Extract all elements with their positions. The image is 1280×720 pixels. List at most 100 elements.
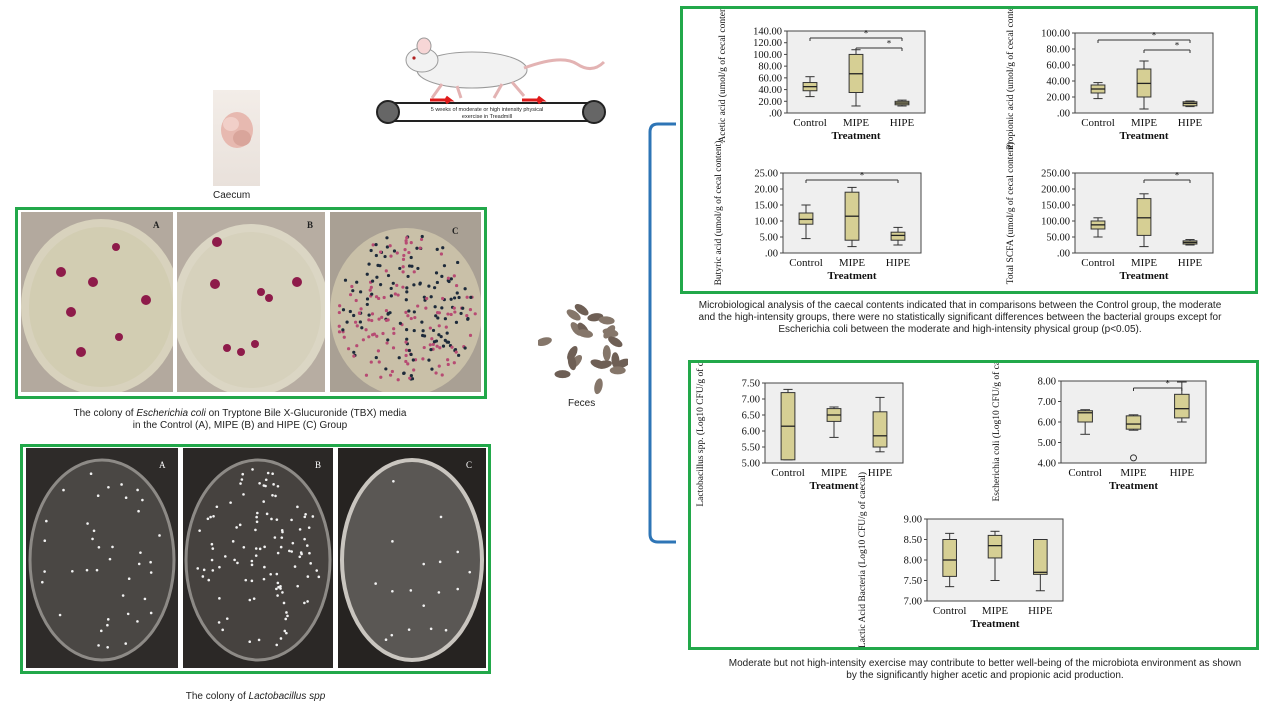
lacto-plate-b: B (183, 448, 333, 668)
x-axis-label: Treatment (1109, 480, 1158, 492)
y-tick-label: .00 (769, 109, 782, 120)
plate-label: A (159, 460, 166, 470)
x-category-label: MIPE (821, 467, 848, 479)
x-axis-label: Treatment (970, 618, 1019, 630)
plate-label: A (153, 220, 160, 230)
box-mipe (1136, 198, 1152, 236)
y-tick-label: 100.00 (1041, 29, 1070, 40)
x-category-label: Control (1081, 117, 1115, 129)
x-category-label: HIPE (886, 257, 911, 269)
feces-image (536, 300, 631, 395)
x-category-label: Control (793, 117, 827, 129)
box-hipe (872, 411, 888, 448)
scfa-caption: Microbiological analysis of the caecal c… (698, 300, 1222, 335)
significance-star: * (887, 39, 892, 49)
y-tick-label: 6.50 (742, 411, 760, 422)
ecoli-plate-a: A (21, 212, 173, 392)
y-tick-label: 15.00 (754, 201, 778, 212)
x-category-label: HIPE (1178, 257, 1203, 269)
y-tick-label: .00 (765, 249, 778, 260)
x-category-label: Control (789, 257, 823, 269)
significance-star: * (1175, 171, 1180, 181)
y-tick-label: 8.00 (904, 556, 922, 567)
box-control (942, 539, 957, 577)
x-category-label: Control (771, 467, 805, 479)
y-tick-label: 5.00 (1038, 438, 1056, 449)
outlier-point (1130, 454, 1137, 462)
y-tick-label: 8.50 (904, 535, 922, 546)
y-tick-label: 20.00 (758, 97, 782, 108)
x-category-label: MIPE (839, 257, 866, 269)
y-axis-label: Lactic Acid Bacteria (Log10 CFU/g of cae… (857, 472, 868, 647)
y-tick-label: 150.00 (1041, 201, 1070, 212)
lacto-plates-caption: The colony of Lactobacillus spp (185, 691, 326, 702)
lacto-plate-a: A (26, 448, 178, 668)
scfa-charts-frame (680, 6, 1258, 294)
y-tick-label: 10.00 (754, 217, 778, 228)
box-hipe (1033, 539, 1048, 575)
y-axis-label: Total SCFA (umol/g of cecal content) (1005, 142, 1016, 284)
y-tick-label: 80.00 (1046, 45, 1070, 56)
ecoli-plate-b: B (177, 212, 325, 392)
y-tick-label: 80.00 (758, 62, 782, 73)
bottom-caption: Moderate but not high-intensity exercise… (728, 658, 1242, 681)
plate-label: C (466, 460, 473, 470)
caecum-image (213, 90, 260, 186)
x-category-label: MIPE (1131, 117, 1158, 129)
plate-label: B (315, 460, 322, 470)
scfa-box-plots: .0020.0040.0060.0080.00100.00120.00140.0… (713, 9, 1214, 286)
significance-star: * (864, 29, 869, 39)
caecum-label: Caecum (213, 190, 251, 201)
plate-label: B (307, 220, 314, 230)
lacto-plate-c: C (338, 448, 486, 668)
y-tick-label: 7.00 (742, 395, 760, 406)
y-tick-label: 6.00 (1038, 418, 1056, 429)
y-tick-label: 7.00 (1038, 397, 1056, 408)
y-tick-label: 6.00 (742, 427, 760, 438)
y-tick-label: 8.00 (1038, 377, 1056, 388)
x-category-label: HIPE (868, 467, 893, 479)
x-category-label: MIPE (1120, 467, 1147, 479)
connector-bracket (648, 122, 676, 544)
box-mipe (1125, 415, 1142, 430)
y-axis-label: Escherichia coli (Log10 CFU/g of caecal) (991, 363, 1002, 502)
y-tick-label: 7.50 (904, 576, 922, 587)
ecoli-plates-frame (15, 207, 487, 399)
x-category-label: HIPE (1178, 117, 1203, 129)
y-tick-label: 25.00 (754, 169, 778, 180)
x-axis-label: Treatment (809, 480, 858, 492)
y-tick-label: 20.00 (754, 185, 778, 196)
box-mipe (987, 534, 1003, 559)
y-tick-label: 40.00 (758, 85, 782, 96)
x-axis-label: Treatment (831, 130, 880, 142)
x-category-label: HIPE (890, 117, 915, 129)
bacteria-charts-frame (688, 360, 1259, 650)
y-tick-label: 60.00 (758, 73, 782, 84)
rat-caption: 5 weeks of moderate or high intensity ph… (430, 107, 544, 120)
y-tick-label: 5.00 (742, 459, 760, 470)
x-category-label: MIPE (982, 605, 1009, 617)
y-tick-label: 5.50 (742, 443, 760, 454)
y-tick-label: 5.00 (760, 233, 778, 244)
y-tick-label: 4.00 (1038, 459, 1056, 470)
y-axis-label: Butyric acid (umol/g of cecal content) (713, 141, 724, 286)
y-tick-label: 120.00 (753, 38, 782, 49)
x-category-label: Control (1081, 257, 1115, 269)
x-axis-label: Treatment (827, 270, 876, 282)
y-tick-label: 40.00 (1046, 77, 1070, 88)
y-tick-label: 100.00 (753, 50, 782, 61)
box-control (1077, 410, 1093, 423)
x-category-label: Control (1068, 467, 1102, 479)
plate-label: C (452, 226, 459, 236)
y-tick-label: 100.00 (1041, 217, 1070, 228)
box-hipe (1174, 393, 1190, 419)
significance-star: * (860, 171, 865, 181)
rat-icon (405, 37, 606, 99)
treadmill-icon (376, 95, 606, 124)
lacto-plates-frame (20, 444, 491, 674)
